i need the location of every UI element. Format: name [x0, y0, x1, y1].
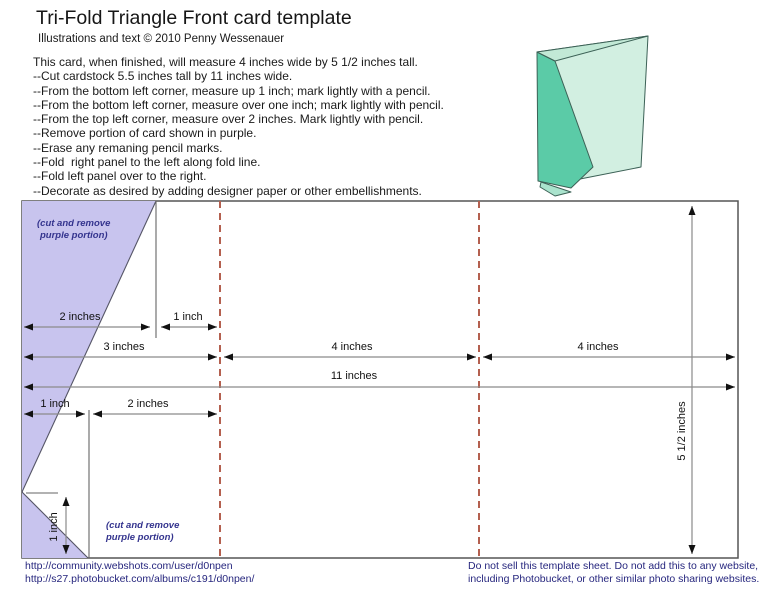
label-1-inch-bottom: 1 inch [40, 398, 69, 410]
instruction-line: --Remove portion of card shown in purple… [33, 126, 257, 141]
instruction-line: --Decorate as desired by adding designer… [33, 183, 422, 198]
instruction-line: --From the top left corner, measure over… [33, 112, 424, 127]
disclaimer: Do not sell this template sheet. Do not … [468, 560, 759, 586]
page-title: Tri-Fold Triangle Front card template [36, 7, 352, 29]
cut-note-bottom-line2: purple portion) [105, 532, 174, 543]
instruction-line: --From the bottom left corner, measure u… [33, 83, 431, 98]
finished-card-3d-preview [536, 35, 649, 197]
cut-note-top-line1: (cut and remove [37, 218, 111, 229]
copyright-line: Illustrations and text © 2010 Penny Wess… [38, 33, 285, 45]
webshots-url: http://community.webshots.com/user/d0npe… [25, 560, 233, 572]
label-11-inches: 11 inches [331, 370, 378, 382]
instruction-line: This card, when finished, will measure 4… [33, 55, 418, 69]
card-top-face [536, 35, 649, 62]
cardstock-outline [21, 200, 739, 559]
cut-diagonal-bottom [21, 491, 89, 559]
instruction-line: --Fold right panel to the left along fol… [33, 155, 261, 170]
instruction-line: --From the bottom left corner, measure o… [33, 97, 444, 112]
label-3-inches: 3 inches [104, 341, 145, 353]
disclaimer-line: Do not sell this template sheet. Do not … [468, 560, 759, 572]
cut-note-top-line2: purple portion) [39, 230, 108, 241]
label-height-5-half-inches: 5 1/2 inches [676, 401, 688, 461]
card-bottom-tab [539, 181, 572, 197]
label-4-inches-right: 4 inches [578, 341, 619, 353]
disclaimer-line: including Photobucket, or other similar … [468, 573, 760, 585]
author-links: http://community.webshots.com/user/d0npe… [25, 560, 254, 586]
cut-note-bottom-line1: (cut and remove [106, 520, 180, 531]
instruction-line: --Fold left panel over to the right. [33, 169, 207, 184]
label-2-inches-bottom: 2 inches [128, 398, 169, 410]
label-1-inch-top: 1 inch [173, 311, 202, 323]
cut-diagonal-top [21, 200, 157, 493]
instruction-line: --Erase any remaning pencil marks. [33, 140, 223, 155]
instructions-block: This card, when finished, will measure 4… [33, 55, 444, 198]
label-2-inches-top: 2 inches [60, 311, 101, 323]
photobucket-url: http://s27.photobucket.com/albums/c191/d… [25, 573, 255, 585]
label-1-inch-cut: 1 inch [48, 512, 60, 541]
instruction-line: --Cut cardstock 5.5 inches tall by 11 in… [33, 69, 293, 84]
label-4-inches-middle: 4 inches [332, 341, 373, 353]
